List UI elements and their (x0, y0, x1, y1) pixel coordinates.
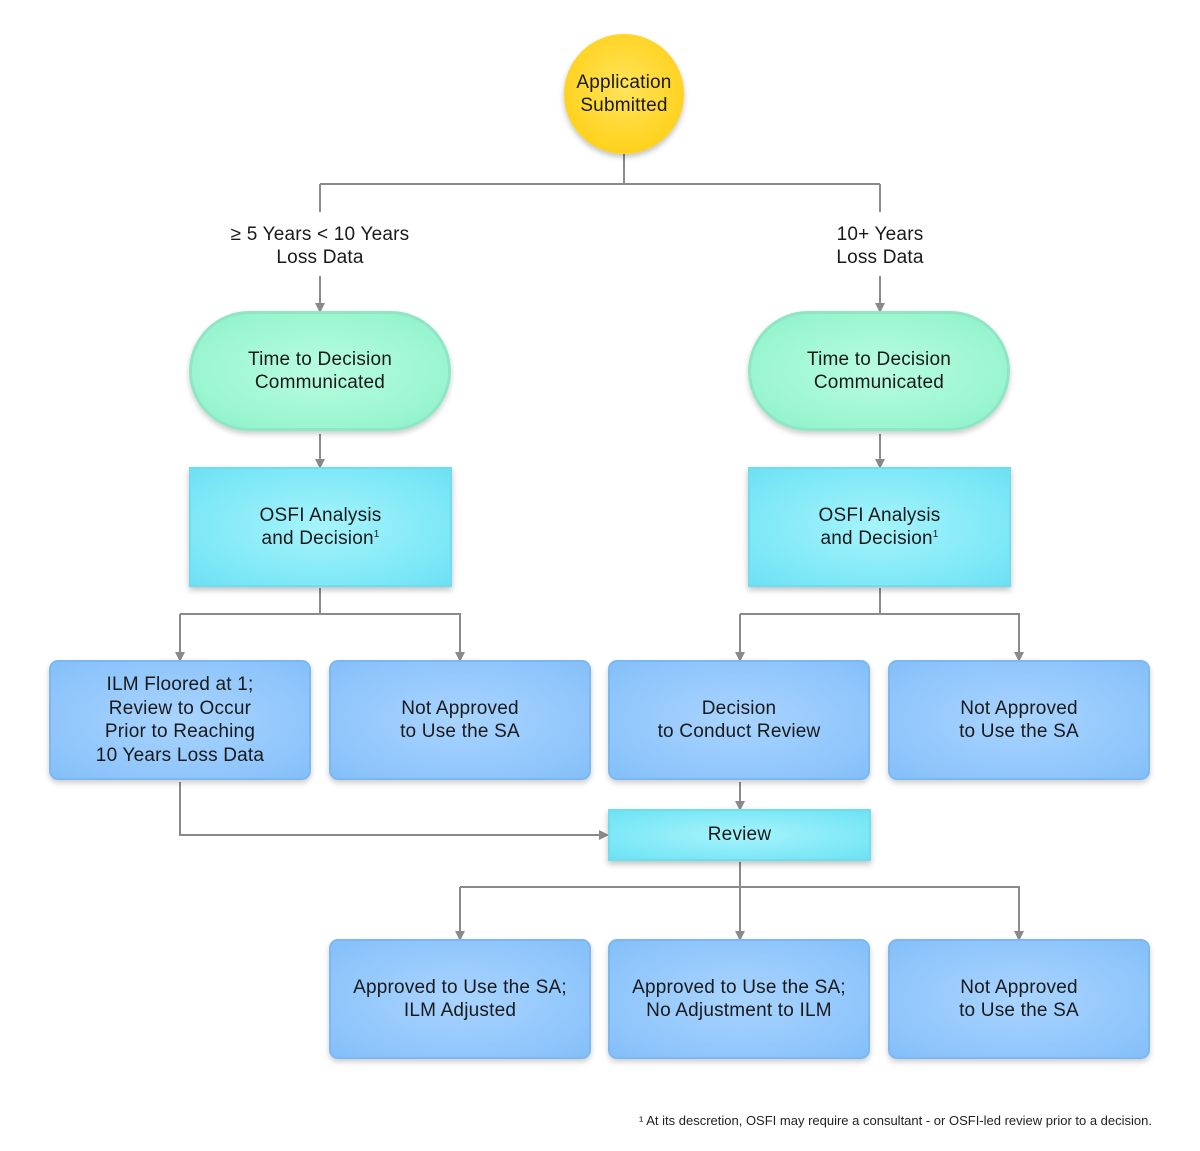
right-not-approved-node: Not Approved to Use the SA (888, 660, 1150, 780)
review-label: Review (707, 824, 772, 846)
right-analysis-split (739, 588, 1020, 657)
left-branch-condition-text: ≥ 5 Years < 10 Years Loss Data (230, 224, 410, 268)
start-split-line (320, 154, 880, 185)
right-time-to-decision-node: Time to Decision Communicated (748, 311, 1010, 431)
application-submitted-node: Application Submitted (564, 34, 684, 154)
right-osfi-analysis-label: OSFI Analysis and Decision (818, 504, 941, 550)
left-footnote-marker: 1 (373, 529, 380, 540)
review-not-approved-node: Not Approved to Use the SA (888, 939, 1150, 1059)
left-branch-condition: ≥ 5 Years < 10 Years Loss Data (190, 223, 450, 269)
review-split (459, 862, 1020, 936)
review-node: Review (608, 809, 871, 861)
left-analysis-split (179, 588, 461, 657)
decision-to-conduct-review-label: Decision to Conduct Review (657, 697, 821, 743)
footnote: ¹ At its descretion, OSFI may require a … (639, 1113, 1152, 1128)
right-branch-condition-text: 10+ Years Loss Data (836, 224, 924, 268)
ilm-floored-node: ILM Floored at 1; Review to Occur Prior … (49, 660, 311, 780)
left-time-to-decision-node: Time to Decision Communicated (189, 311, 451, 431)
arrow-ilm-to-review (179, 782, 609, 840)
right-footnote-marker: 1 (932, 529, 939, 540)
approved-no-adjustment-label: Approved to Use the SA; No Adjustment to… (632, 976, 846, 1022)
right-time-to-decision-label: Time to Decision Communicated (807, 348, 951, 394)
approved-no-adjustment-node: Approved to Use the SA; No Adjustment to… (608, 939, 870, 1059)
decision-to-conduct-review-node: Decision to Conduct Review (608, 660, 870, 780)
left-not-approved-label: Not Approved to Use the SA (400, 697, 520, 743)
left-osfi-analysis-label: OSFI Analysis and Decision (259, 504, 382, 550)
left-not-approved-node: Not Approved to Use the SA (329, 660, 591, 780)
application-submitted-label: Application Submitted (576, 71, 672, 117)
right-branch-condition: 10+ Years Loss Data (750, 223, 1010, 269)
approved-ilm-adjusted-node: Approved to Use the SA; ILM Adjusted (329, 939, 591, 1059)
left-time-to-decision-label: Time to Decision Communicated (248, 348, 392, 394)
right-not-approved-label: Not Approved to Use the SA (959, 697, 1079, 743)
ilm-floored-label: ILM Floored at 1; Review to Occur Prior … (95, 674, 265, 766)
left-osfi-analysis-node: OSFI Analysis and Decision1 (189, 467, 452, 587)
review-not-approved-label: Not Approved to Use the SA (959, 976, 1079, 1022)
approved-ilm-adjusted-label: Approved to Use the SA; ILM Adjusted (353, 976, 567, 1022)
right-osfi-analysis-node: OSFI Analysis and Decision1 (748, 467, 1011, 587)
